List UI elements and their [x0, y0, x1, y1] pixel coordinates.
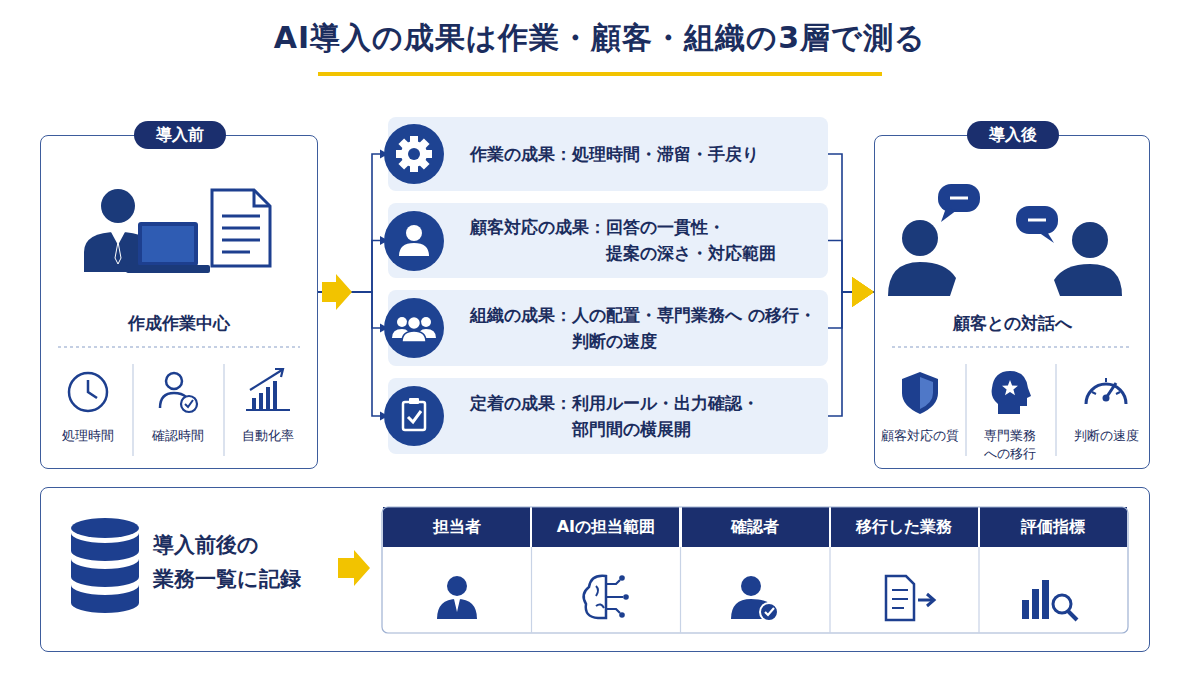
metric-label: 専門業務 への移行 — [974, 427, 1046, 463]
connector-line — [828, 154, 874, 292]
result-detail: 処理時間・滞留・手戻り — [572, 141, 820, 167]
after-panel: 導入後顧客との対話へ — [874, 135, 1150, 469]
before-panel: 導入前作成作業中心 — [40, 135, 318, 469]
connector-line — [318, 292, 388, 416]
metric-label: 判断の速度 — [1062, 427, 1150, 445]
connector-line — [828, 241, 874, 293]
result-heading: 定着の成果： — [470, 390, 572, 416]
connector — [828, 154, 874, 307]
arrow-head — [380, 324, 388, 333]
arrow-head — [380, 412, 388, 421]
connector — [318, 292, 388, 333]
result-card: 作業の成果：処理時間・滞留・手戻り — [388, 117, 828, 191]
connector — [318, 292, 388, 421]
connector — [318, 236, 388, 292]
arrow-head — [852, 277, 874, 307]
table-header: 担当者 — [383, 507, 530, 547]
result-detail: 回答の一貫性・ 提案の深さ・対応範囲 — [606, 214, 820, 266]
arrow-head — [852, 277, 874, 307]
connector-line — [828, 292, 874, 416]
connector — [828, 277, 874, 416]
result-card: 顧客対応の成果：回答の一貫性・ 提案の深さ・対応範囲 — [388, 203, 828, 278]
metric-label: 確認時間 — [134, 427, 222, 445]
connector-line — [318, 292, 388, 328]
title-underline — [318, 72, 882, 76]
result-heading: 作業の成果： — [470, 141, 572, 167]
connector — [828, 277, 874, 328]
table-header: AIの担当範囲 — [532, 507, 679, 547]
connector-line — [318, 154, 388, 292]
connector-line — [828, 292, 874, 328]
result-card: 組織の成果：人の配置・専門業務へ の移行・判断の速度 — [388, 290, 828, 366]
arrow-head — [380, 236, 388, 245]
panel-caption: 作成作業中心 — [41, 310, 317, 336]
stage-tag: 導入前 — [134, 121, 226, 149]
connector — [318, 150, 388, 293]
result-heading: 組織の成果： — [470, 302, 572, 328]
metric-label: 自動化率 — [224, 427, 312, 445]
arrow-head — [852, 277, 874, 307]
table-header: 評価指標 — [980, 507, 1127, 547]
table-header: 確認者 — [682, 507, 829, 547]
result-card: 定着の成果：利用ルール・出力確認・ 部門間の横展開 — [388, 378, 828, 454]
arrow-head — [380, 150, 388, 159]
result-heading: 顧客対応の成果： — [470, 214, 606, 240]
connector — [828, 241, 874, 308]
stage-tag: 導入後 — [967, 121, 1059, 149]
flow-arrow — [322, 274, 352, 310]
panel-caption: 顧客との対話へ — [875, 310, 1149, 336]
table-header: 移行した業務 — [831, 507, 978, 547]
connector-line — [318, 241, 388, 293]
diagram-title: AI導入の成果は作業・顧客・組織の3層で測る — [0, 18, 1200, 59]
record-caption: 導入前後の 業務一覧に記録 — [153, 528, 325, 596]
result-detail: 人の配置・専門業務へ の移行・判断の速度 — [572, 302, 820, 354]
arrow-head — [852, 277, 874, 307]
title-underline — [318, 72, 882, 76]
metric-label: 顧客対応の質 — [876, 427, 964, 445]
metric-label: 処理時間 — [44, 427, 132, 445]
result-detail: 利用ルール・出力確認・ 部門間の横展開 — [572, 390, 820, 442]
